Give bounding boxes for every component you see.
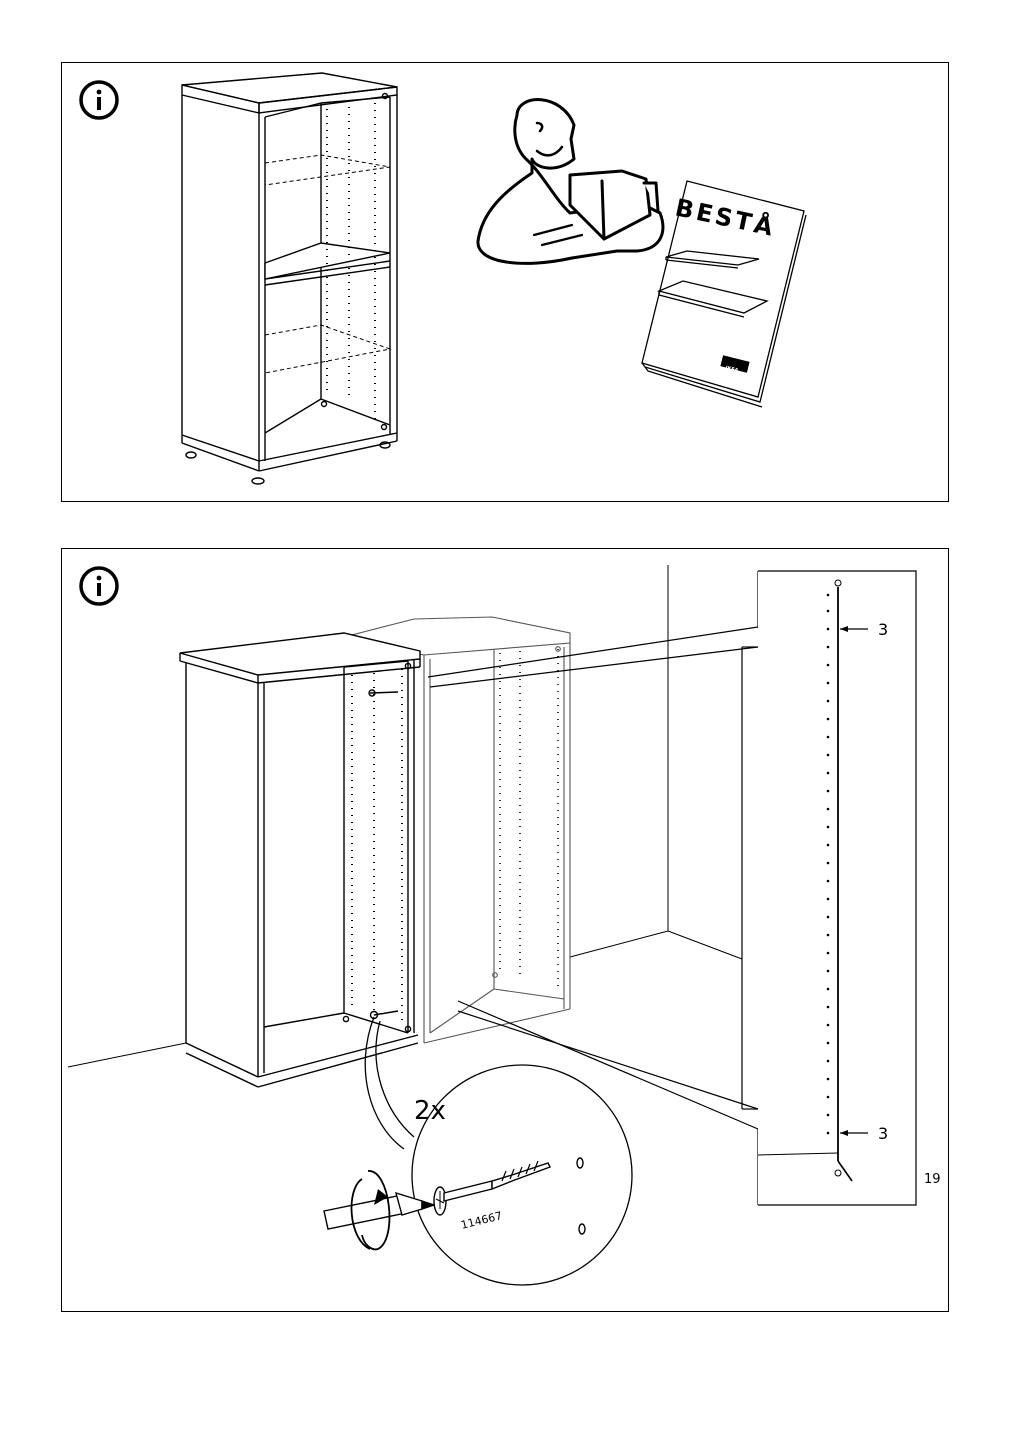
manual-booklet [641, 180, 807, 408]
quantity-label: 2x [414, 1096, 446, 1126]
screw-detail-magnifier [364, 1016, 633, 1286]
step-1-illustration: BESTÅ IKEA [181, 72, 807, 485]
instruction-panel-1: BESTÅ IKEA [61, 62, 949, 502]
callout-bottom-label: 3 [878, 1124, 888, 1143]
screw-icon [433, 1157, 586, 1235]
adjacent-cabinet [343, 616, 571, 1044]
info-icon [79, 566, 119, 606]
callout-top-label: 3 [878, 620, 888, 639]
hole-detail-box [757, 570, 917, 1206]
instruction-panel-2: 3 3 2x 114667 [61, 548, 949, 1312]
manual-logo: IKEA [725, 365, 739, 374]
reading-person-illustration [476, 98, 665, 265]
step-2-illustration: 3 3 2x 114667 [67, 565, 917, 1286]
cabinet-drawing [179, 632, 421, 1088]
screwdriver-illustration [323, 1170, 437, 1251]
room-corner-lines [67, 565, 743, 1068]
info-icon [79, 80, 119, 120]
callout-lines [427, 571, 759, 1205]
page-number: 19 [924, 1172, 941, 1187]
bookcase-drawing [181, 72, 398, 485]
